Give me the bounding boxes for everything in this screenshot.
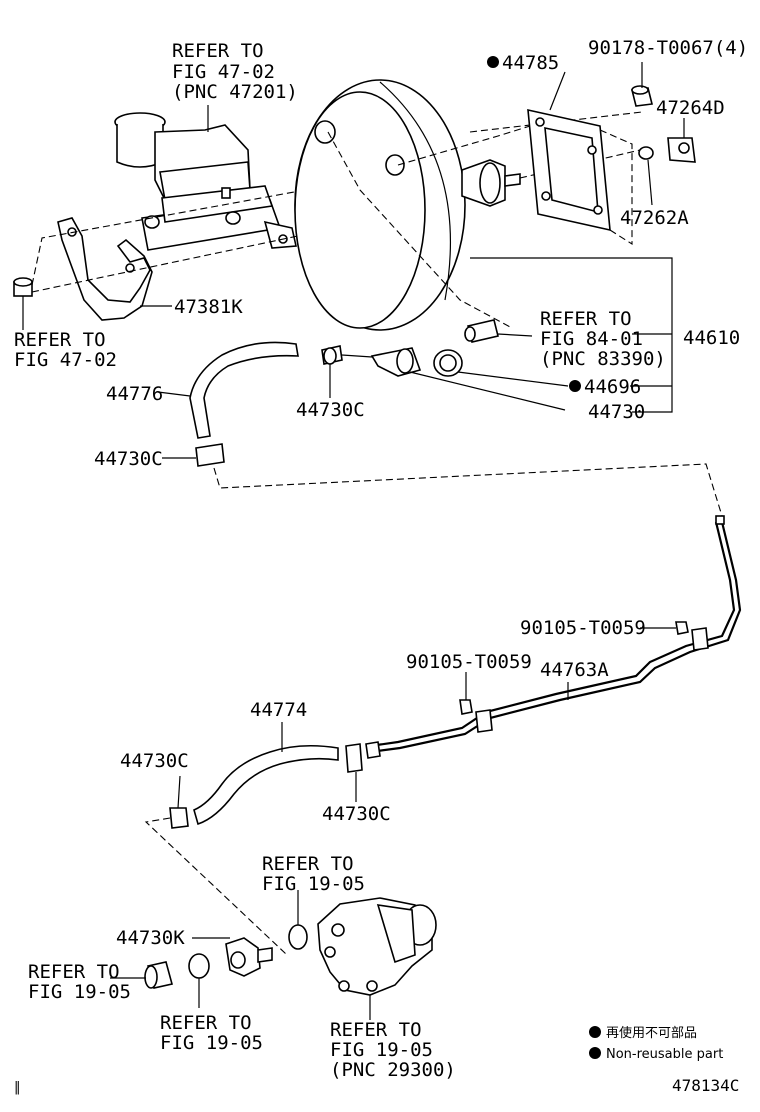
label-refer-19-05-b-2: FIG 19-05 [28,981,131,1003]
label-44763a: 44763A [540,659,609,681]
clevis-47264d [667,118,696,163]
label-44696: 44696 [584,376,641,398]
label-44776: 44776 [106,383,163,405]
non-reusable-dot [487,56,499,68]
booster-gasket [527,71,611,232]
hose-44776 [189,341,299,439]
non-reusable-dot [569,380,581,392]
label-90105-b: 90105-T0059 [406,651,532,673]
figure-code: 478134C [672,1076,739,1095]
label-refer-19-05-c-1: REFER TO [160,1012,252,1034]
clamp-44730c-left [162,443,225,467]
label-47264d: 47264D [656,97,725,119]
vacuum-pump [317,897,437,996]
check-valve [370,347,569,411]
label-refer-19-05-b-1: REFER TO [28,961,120,983]
label-refer-84-01-3: (PNC 83390) [540,348,666,370]
label-90178: 90178-T0067(4) [588,37,748,59]
o-ring-pump [288,890,308,950]
nut-47262a [638,146,654,206]
label-refer-47-02-left-1: REFER TO [14,329,106,351]
legend-jp: 再使用不可部品 [606,1025,697,1041]
nut-90178 [631,62,653,107]
bolt-90105-right [640,621,689,635]
label-refer-84-01-1: REFER TO [540,308,632,330]
vacuum-sensor [464,319,533,343]
pedal-bracket [57,217,153,321]
label-refer-19-05-d-2: FIG 19-05 [330,1039,433,1061]
legend-en: Non-reusable part [606,1047,723,1062]
label-refer-19-05-d-3: (PNC 29300) [330,1059,456,1081]
brake-booster [294,79,521,331]
clamp-44730c-top [321,345,373,398]
label-44730c-b: 44730C [94,448,163,470]
clamp-44730c-mid [345,743,363,802]
label-44730c-a: 44730C [296,399,365,421]
hose-44774 [193,744,339,826]
label-refer-19-05-a-1: REFER TO [262,853,354,875]
left-nut [13,277,33,297]
label-44730c-d: 44730C [322,803,391,825]
legend-dot-en [589,1047,601,1059]
vacuum-pipe [365,515,742,759]
o-ring-mid [188,953,210,1008]
label-refer-47-02-top-1: REFER TO [172,40,264,62]
label-44774: 44774 [250,699,307,721]
label-refer-84-01-2: FIG 84-01 [540,328,643,350]
fitting-44730k [192,937,273,977]
label-44730: 44730 [588,401,645,423]
master-cylinder [114,112,297,251]
label-90105-a: 90105-T0059 [520,617,646,639]
label-44785: 44785 [502,52,559,74]
label-refer-47-02-top-3: (PNC 47201) [172,81,298,103]
legend: 再使用不可部品 Non-reusable part [589,1025,723,1062]
bolt-90105-left [459,672,473,715]
callout-labels: REFER TO FIG 47-02 (PNC 47201) 44785 901… [14,37,748,1081]
clamp-44730c-low [169,775,189,829]
label-refer-19-05-c-2: FIG 19-05 [160,1032,263,1054]
footer-mark: ‖ [14,1080,21,1095]
label-refer-47-02-left-2: FIG 47-02 [14,349,117,371]
cap-19-05 [110,961,173,989]
label-47262a: 47262A [620,207,689,229]
label-44610: 44610 [683,327,740,349]
label-47381k: 47381K [174,296,243,318]
legend-dot-jp [589,1026,601,1038]
label-44730c-c: 44730C [120,750,189,772]
label-refer-19-05-a-2: FIG 19-05 [262,873,365,895]
label-refer-19-05-d-1: REFER TO [330,1019,422,1041]
label-44730k: 44730K [116,927,185,949]
label-refer-47-02-top-2: FIG 47-02 [172,61,275,83]
